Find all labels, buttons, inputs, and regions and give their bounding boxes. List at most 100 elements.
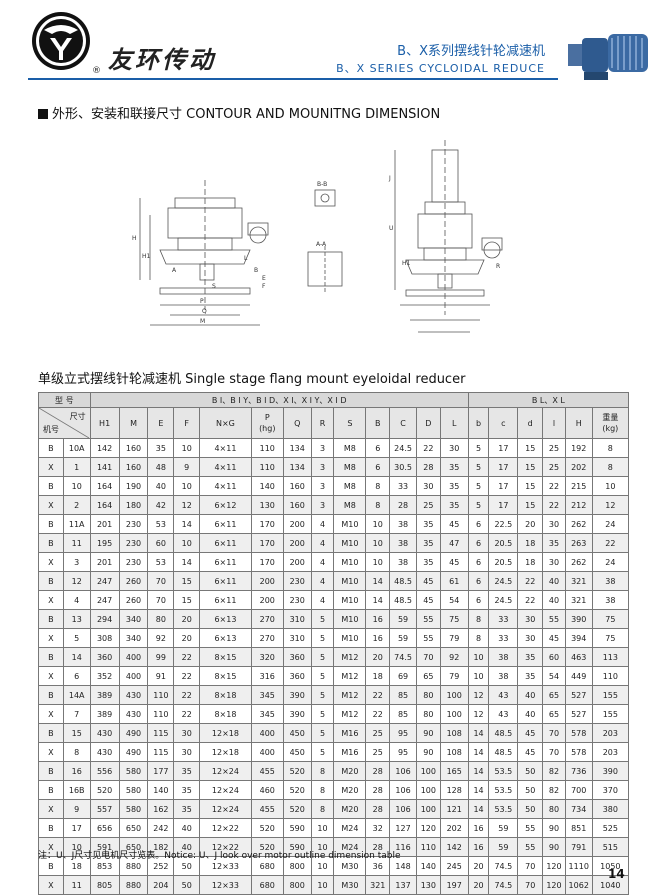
value-cell: 389	[89, 704, 120, 724]
label-s: S	[212, 283, 216, 290]
value-cell: 85	[389, 704, 417, 724]
reducer-motor-icon	[568, 34, 648, 80]
value-cell: 247	[89, 571, 120, 591]
value-cell: 10	[173, 438, 201, 458]
value-cell: 38	[389, 533, 417, 553]
value-cell: 8	[467, 628, 490, 648]
value-cell: 360	[89, 647, 120, 667]
value-cell: 40	[542, 571, 566, 591]
value-cell: 680	[250, 875, 284, 895]
label-h1: H1	[142, 253, 151, 260]
value-cell: 1062	[564, 875, 593, 895]
model-cell: 16	[62, 761, 91, 781]
value-cell: 35	[439, 495, 469, 515]
value-cell: 69	[389, 666, 417, 686]
value-cell: 4×11	[199, 476, 252, 496]
value-cell: 201	[89, 514, 120, 534]
value-cell: 556	[89, 761, 120, 781]
value-cell: 108	[439, 723, 469, 743]
value-cell: 38	[488, 647, 519, 667]
model-cell: 4	[62, 590, 91, 610]
value-cell: 8	[365, 476, 391, 496]
model-cell: 12	[62, 571, 91, 591]
group-header-bi: B I、B I Y、B I D、X I、X I Y、X I D	[89, 392, 469, 408]
value-cell: 115	[147, 723, 175, 743]
value-cell: 182	[147, 837, 175, 857]
value-cell: 5	[310, 723, 335, 743]
value-cell: 24.5	[488, 571, 519, 591]
value-cell: 515	[591, 837, 630, 857]
series-cell: B	[38, 514, 64, 534]
value-cell: 6×11	[199, 590, 252, 610]
value-cell: 50	[173, 875, 201, 895]
value-cell: 430	[118, 685, 149, 705]
value-cell: 10	[467, 647, 490, 667]
series-cell: B	[38, 571, 64, 591]
column-header: c	[488, 407, 519, 439]
value-cell: 590	[282, 818, 312, 838]
value-cell: 4	[310, 571, 335, 591]
value-cell: 16	[467, 818, 490, 838]
value-cell: 6	[467, 552, 490, 572]
value-cell: 200	[282, 533, 312, 553]
label-h: H	[132, 235, 137, 242]
dimension-drawing: H H1 A S P Q M B L E F A-A J U H1 R B-B	[132, 140, 503, 333]
column-header: B	[365, 407, 391, 439]
value-cell: 142	[439, 837, 469, 857]
value-cell: 45	[517, 742, 544, 762]
value-cell: 35	[517, 647, 544, 667]
value-cell: 262	[564, 514, 593, 534]
value-cell: 80	[542, 799, 566, 819]
series-cell: X	[38, 666, 64, 686]
value-cell: 90	[542, 818, 566, 838]
series-title-en: B、X SERIES CYCLOIDAL REDUCE	[336, 62, 545, 75]
value-cell: 45	[542, 628, 566, 648]
value-cell: 20	[467, 875, 490, 895]
value-cell: 200	[282, 552, 312, 572]
section-title-flange-reducer: 单级立式摆线针轮减速机 Single stage flang mount eye…	[38, 372, 466, 387]
value-cell: M10	[333, 552, 367, 572]
value-cell: 35	[415, 533, 441, 553]
value-cell: 43	[488, 685, 519, 705]
value-cell: 10	[365, 514, 391, 534]
series-cell: B	[38, 780, 64, 800]
value-cell: 90	[415, 723, 441, 743]
value-cell: 12×22	[199, 818, 252, 838]
value-cell: 74.5	[488, 875, 519, 895]
value-cell: 262	[564, 552, 593, 572]
value-cell: 24.5	[488, 590, 519, 610]
value-cell: 70	[542, 723, 566, 743]
value-cell: 120	[542, 856, 566, 876]
value-cell: 345	[250, 704, 284, 724]
value-cell: 10	[173, 533, 201, 553]
value-cell: 24	[591, 514, 630, 534]
series-cell: B	[38, 647, 64, 667]
column-header: l	[542, 407, 566, 439]
value-cell: 59	[488, 837, 519, 857]
value-cell: 92	[147, 628, 175, 648]
model-cell: 2	[62, 495, 91, 515]
value-cell: M24	[333, 818, 367, 838]
value-cell: 736	[564, 761, 593, 781]
value-cell: 47	[439, 533, 469, 553]
model-cell: 14	[62, 647, 91, 667]
value-cell: 201	[89, 552, 120, 572]
dimension-table: 型 号 B I、B I Y、B I D、X I、X I Y、X I D B L、…	[38, 392, 630, 895]
value-cell: 525	[591, 818, 630, 838]
value-cell: 38	[389, 552, 417, 572]
value-cell: 5	[310, 666, 335, 686]
value-cell: 460	[250, 780, 284, 800]
value-cell: 120	[415, 818, 441, 838]
value-cell: 22	[173, 704, 201, 724]
series-cell: X	[38, 457, 64, 477]
value-cell: M12	[333, 704, 367, 724]
label-a: A	[172, 267, 177, 274]
value-cell: 520	[89, 780, 120, 800]
value-cell: 80	[147, 609, 175, 629]
value-cell: 656	[89, 818, 120, 838]
value-cell: M20	[333, 799, 367, 819]
value-cell: 4	[310, 590, 335, 610]
